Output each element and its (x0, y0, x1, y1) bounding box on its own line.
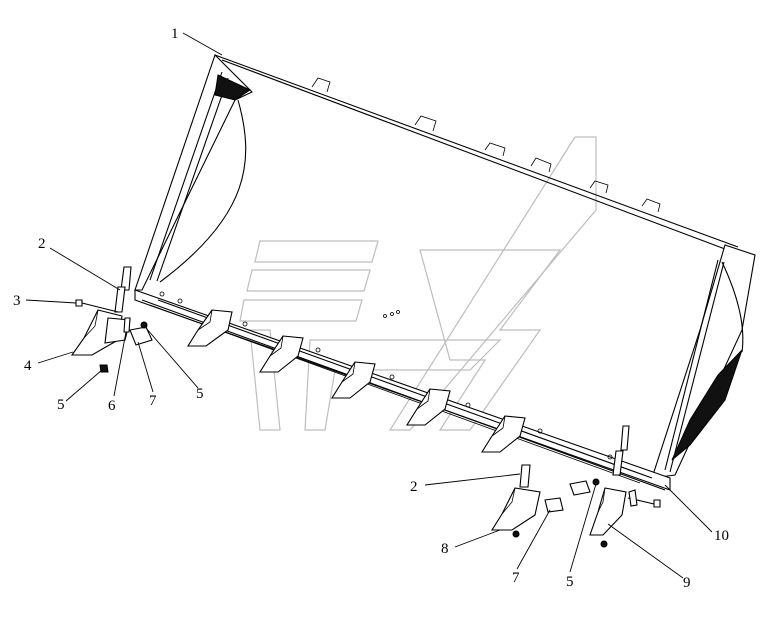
bolt-3 (75, 299, 83, 307)
mounted-teeth (187, 309, 526, 453)
pin-2-left (120, 266, 132, 291)
nut-5-left-b (140, 321, 148, 329)
right-exploded-parts (491, 425, 661, 548)
callout-8: 8 (441, 541, 449, 557)
pin-2-left-lower (114, 286, 126, 313)
leader-lines (25, 32, 713, 579)
callout-6: 6 (108, 398, 116, 414)
callout-5-mid: 5 (196, 386, 204, 402)
callout-3: 3 (13, 293, 21, 309)
bucket-body (134, 53, 756, 491)
callout-10: 10 (714, 528, 729, 544)
plate-7-left (129, 326, 153, 346)
callout-5-left: 5 (57, 397, 65, 413)
callout-2-left: 2 (38, 236, 46, 252)
callout-4: 4 (24, 358, 32, 374)
washer-6 (123, 317, 131, 333)
callout-7-left: 7 (149, 393, 157, 409)
adapter-8 (491, 487, 541, 531)
callout-labels: 1 2 3 4 5 6 7 5 2 8 7 5 9 10 (13, 26, 729, 591)
callout-7-right: 7 (512, 570, 520, 586)
callout-9: 9 (683, 575, 691, 591)
plate-7-right (544, 497, 564, 513)
left-exploded-parts (70, 266, 153, 373)
adapter-9 (589, 487, 627, 536)
callout-2-right: 2 (410, 479, 418, 495)
pin-2-right (519, 464, 531, 488)
edge-bolt-holes (159, 291, 613, 460)
callout-1: 1 (171, 26, 179, 42)
callout-5-right: 5 (566, 574, 574, 590)
